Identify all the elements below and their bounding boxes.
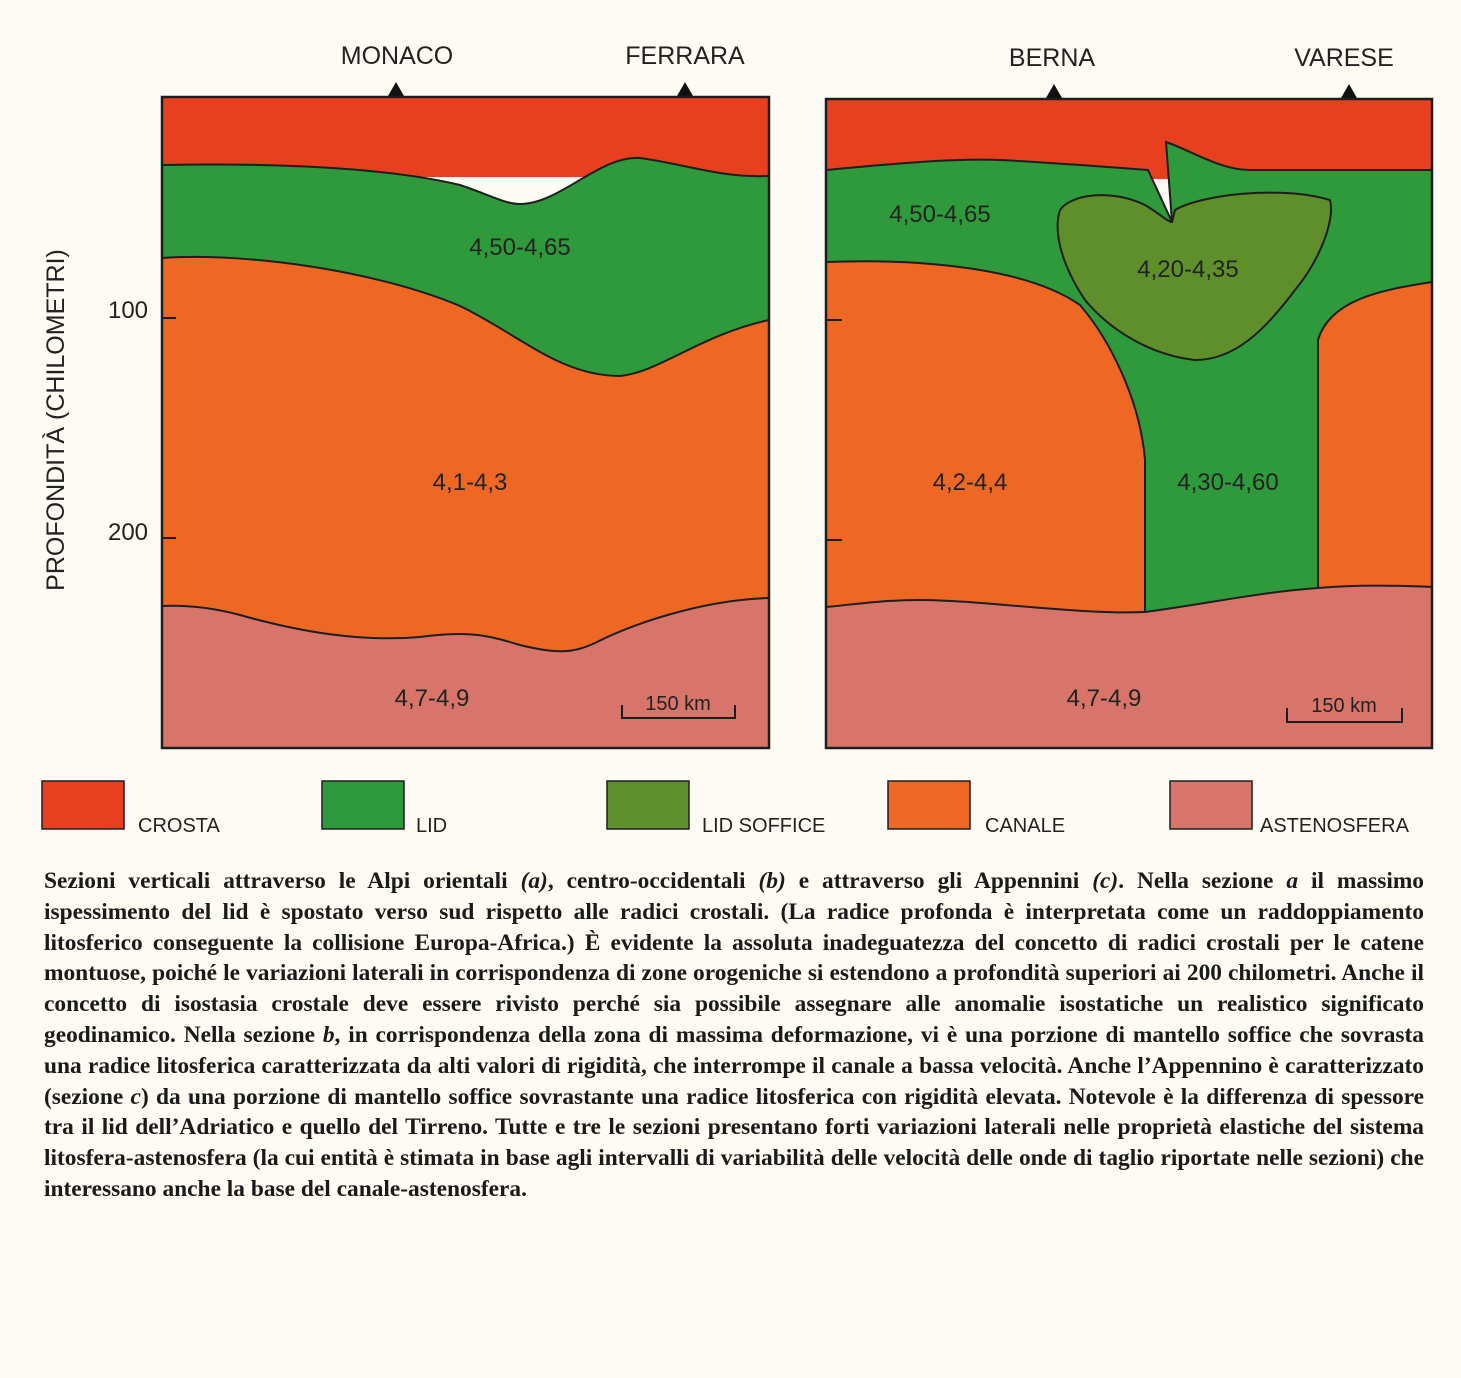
section-panel-b: BERNA VARESE 4,50-4,65 4,20-4,35 4,2-4,4… — [824, 44, 1434, 750]
channel-value-label-a: 4,1-4,3 — [433, 469, 508, 496]
boundary-line-a3 — [161, 597, 770, 653]
boundary-line-a2 — [161, 255, 770, 378]
legend-label-crosta: CROSTA — [138, 815, 221, 837]
soft-lid-value-label-b: 4,20-4,35 — [1137, 256, 1238, 283]
boundary-line-b1 — [825, 140, 1432, 223]
figure-caption: Sezioni verticali attraverso le Alpi ori… — [44, 866, 1424, 1205]
boundary-line-b3 — [1317, 281, 1433, 588]
station-marker-monaco — [388, 82, 404, 96]
legend-swatch-astenosfera — [1169, 780, 1253, 830]
lid-value-label-a: 4,50-4,65 — [469, 234, 570, 261]
legend-swatch-canale — [887, 780, 971, 830]
panel-frame-a — [160, 95, 771, 750]
panel-frame-b — [824, 97, 1434, 750]
caption-ref-b-inline: b — [322, 1021, 335, 1048]
lid-value-label-b: 4,50-4,65 — [889, 201, 990, 228]
station-label-berna: BERNA — [1009, 44, 1095, 72]
station-label-ferrara: FERRARA — [625, 42, 745, 70]
caption-ref-b: (b) — [758, 868, 786, 894]
tick-label-100: 100 — [108, 297, 148, 324]
caption-text: , in corrispondenza della zona di massim… — [44, 1021, 1424, 1110]
asthenosphere-layer-a — [162, 598, 769, 748]
boundary-line-a1 — [161, 156, 770, 206]
cross-section-figure: PROFONDITÀ (CHILOMETRI) 100 200 MONACO F… — [41, 42, 1434, 837]
boundary-line-b2 — [825, 260, 1146, 612]
station-marker-varese — [1341, 84, 1357, 98]
caption-text: e attraverso gli Appennini — [785, 868, 1093, 894]
tick-label-200: 200 — [108, 519, 148, 546]
scale-bar-a — [621, 705, 736, 719]
caption-text: Sezioni verticali attraverso le Alpi ori… — [44, 868, 521, 894]
legend-swatch-lid — [321, 780, 405, 830]
station-label-monaco: MONACO — [341, 42, 454, 70]
caption-text: ) da una porzione di mantello soffice so… — [44, 1083, 1424, 1202]
lid-root-value-label-b: 4,30-4,60 — [1177, 469, 1278, 496]
section-panel-a: MONACO FERRARA 4,50-4,65 4,1-4,3 4,7-4,9… — [160, 42, 771, 750]
boundary-line-b5 — [1056, 191, 1332, 362]
channel-value-label-b: 4,2-4,4 — [933, 469, 1008, 496]
legend-label-canale: CANALE — [985, 815, 1065, 837]
channel-layer-b-right — [1318, 282, 1432, 588]
scale-label-b: 150 km — [1311, 695, 1377, 717]
legend: CROSTA LID LID SOFFICE CANALE ASTENOSFER… — [41, 780, 1410, 837]
channel-layer-b-left — [826, 261, 1145, 613]
caption-text: , centro-occidentali — [547, 868, 759, 894]
legend-swatch-lid-soffice — [606, 780, 690, 830]
station-label-varese: VARESE — [1294, 44, 1394, 72]
legend-label-astenosfera: ASTENOSFERA — [1260, 815, 1410, 837]
caption-text: il massimo ispessimento del lid è sposta… — [44, 868, 1424, 1048]
boundary-line-b4 — [825, 584, 1433, 614]
asthenosphere-value-label-b: 4,7-4,9 — [1067, 685, 1142, 712]
caption-ref-a-inline: a — [1286, 868, 1299, 894]
asthenosphere-value-label-a: 4,7-4,9 — [395, 685, 470, 712]
soft-lid-layer-b — [1057, 192, 1331, 360]
station-marker-berna — [1046, 84, 1062, 98]
legend-label-lid-soffice: LID SOFFICE — [702, 815, 825, 837]
scale-bar-b — [1286, 708, 1403, 723]
scale-label-a: 150 km — [645, 693, 711, 715]
channel-layer-a — [162, 256, 769, 652]
station-marker-ferrara — [677, 82, 693, 96]
legend-swatch-crosta — [41, 780, 125, 830]
legend-label-lid: LID — [416, 815, 447, 837]
caption-text: . Nella sezione — [1118, 868, 1287, 894]
lid-layer-a — [162, 157, 769, 376]
asthenosphere-layer-b — [826, 585, 1432, 748]
caption-ref-c-inline: c — [130, 1083, 141, 1110]
caption-ref-c: (c) — [1092, 868, 1119, 894]
y-axis-label: PROFONDITÀ (CHILOMETRI) — [41, 249, 70, 591]
caption-ref-a: (a) — [520, 868, 548, 894]
